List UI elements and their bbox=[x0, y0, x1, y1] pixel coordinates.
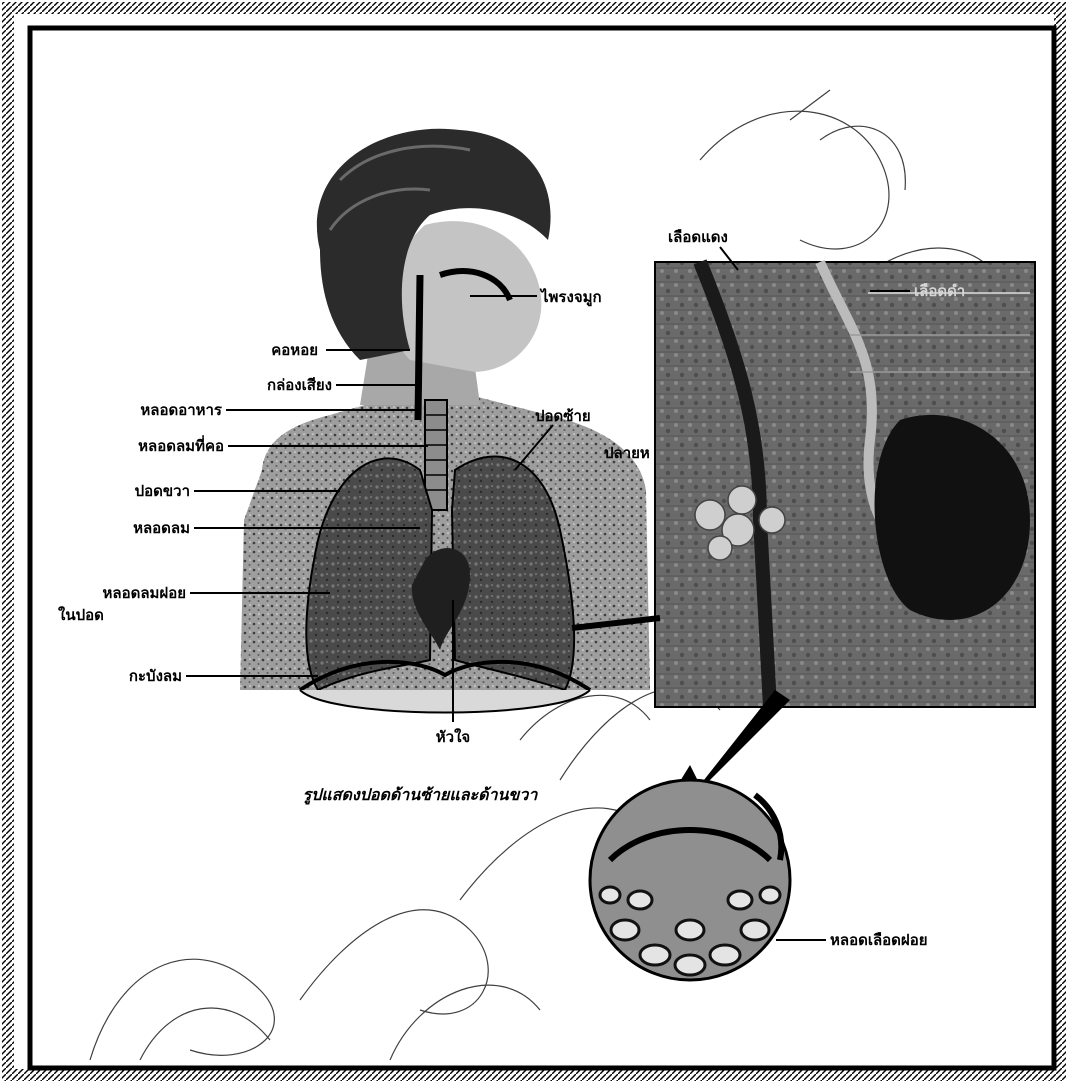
label-trachea: หลอดลมที่คอ bbox=[138, 435, 224, 455]
label-left-lung: ปอดซ้าย bbox=[535, 407, 591, 425]
label-bronchiole-line1: หลอดลมฝอย bbox=[103, 584, 187, 602]
alveoli-closeup-illustration-icon bbox=[655, 262, 1035, 707]
label-heart: หัวใจ bbox=[436, 728, 470, 746]
label-bronchus: หลอดลม bbox=[133, 519, 190, 537]
label-diaphragm: กะบังลม bbox=[129, 667, 182, 685]
label-bronchiole-line2: ในปอด bbox=[58, 606, 104, 624]
label-capillary: หลอดเลือดฝอย bbox=[830, 931, 928, 949]
label-esophagus: หลอดอาหาร bbox=[140, 401, 223, 419]
label-larynx: กล่องเสียง bbox=[267, 376, 332, 394]
label-nasal-cavity: ไพรงจมูก bbox=[539, 287, 602, 307]
capillary-sphere-illustration-icon bbox=[590, 780, 790, 980]
label-pharynx: คอหอย bbox=[271, 341, 318, 359]
label-left-lung-partial: ปลายห bbox=[604, 444, 650, 462]
label-vein-blood: เลือดดำ bbox=[914, 282, 965, 300]
figure-caption: รูปแสดงปอดด้านซ้ายและด้านขวา bbox=[303, 785, 539, 805]
label-right-lung: ปอดขวา bbox=[135, 482, 190, 500]
label-red-blood: เลือดแดง bbox=[668, 228, 728, 246]
